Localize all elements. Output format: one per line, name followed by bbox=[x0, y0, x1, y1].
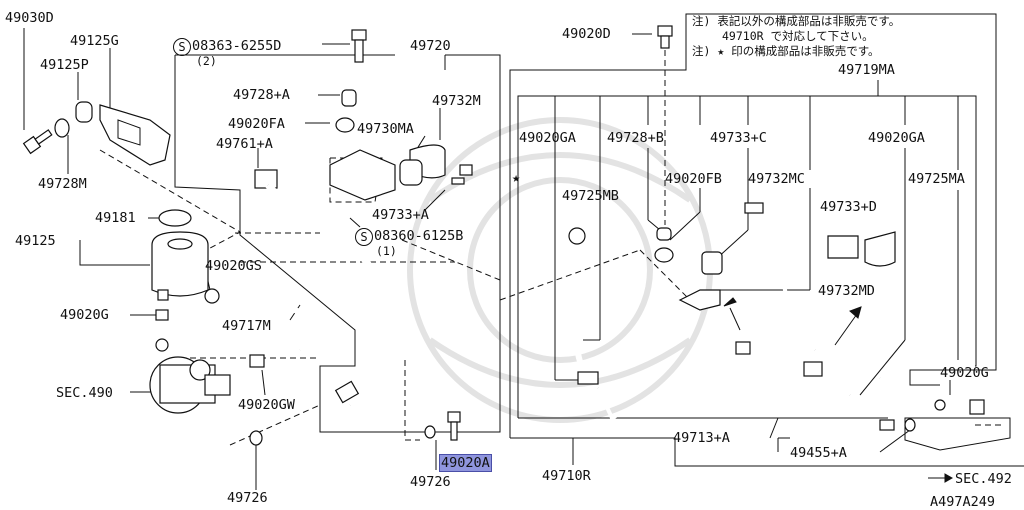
label-49732M: 49732M bbox=[432, 93, 481, 109]
clamp-49020GS bbox=[204, 288, 220, 304]
fitting-49455A bbox=[879, 419, 895, 431]
note-line-2: 49710R で対応して下さい。 bbox=[722, 29, 874, 43]
label-49719MA: 49719MA bbox=[838, 62, 895, 78]
label-08363-qty: (2) bbox=[196, 54, 217, 68]
label-49725MA: 49725MA bbox=[908, 171, 965, 187]
label-08360-qty: (1) bbox=[376, 244, 397, 258]
label-49733D: 49733+D bbox=[820, 199, 877, 215]
bracket-49730MA bbox=[329, 149, 396, 201]
label-49181: 49181 bbox=[95, 210, 136, 226]
label-49020FB: 49020FB bbox=[665, 171, 722, 187]
leader-lines bbox=[23, 28, 959, 490]
s-symbol-2: S bbox=[355, 228, 373, 246]
bolt-49020D bbox=[657, 25, 673, 49]
collar-49728B bbox=[656, 227, 672, 241]
label-49728A: 49728+A bbox=[233, 87, 290, 103]
label-49728M: 49728M bbox=[38, 176, 87, 192]
label-49125: 49125 bbox=[15, 233, 56, 249]
direction-arrows bbox=[723, 297, 954, 483]
reservoir-cap bbox=[158, 209, 192, 227]
pump-sec490 bbox=[149, 356, 231, 414]
label-49726-a: 49726 bbox=[227, 490, 268, 506]
clamp-49733C bbox=[701, 251, 723, 275]
label-49020G-right: 49020G bbox=[940, 365, 989, 381]
reservoir-49125 bbox=[151, 231, 209, 301]
bolt-08363 bbox=[351, 29, 367, 63]
label-49455A: 49455+A bbox=[790, 445, 847, 461]
label-sec492: SEC.492 bbox=[955, 471, 1012, 487]
label-49732MC: 49732MC bbox=[748, 171, 805, 187]
label-49125G: 49125G bbox=[70, 33, 119, 49]
label-49761A: 49761+A bbox=[216, 136, 273, 152]
label-49020GS: 49020GS bbox=[205, 258, 262, 274]
label-49710R: 49710R bbox=[542, 468, 591, 484]
label-49020FA: 49020FA bbox=[228, 116, 285, 132]
label-49713A: 49713+A bbox=[673, 430, 730, 446]
clamp-49020G bbox=[155, 309, 169, 321]
grommet-49728M bbox=[54, 118, 70, 138]
clamp-49020GA bbox=[577, 371, 599, 385]
label-49733C: 49733+C bbox=[710, 130, 767, 146]
clamp-49733A bbox=[399, 159, 423, 186]
drawing-id: A497A249 bbox=[930, 494, 996, 510]
grommet-49020FB bbox=[654, 247, 674, 263]
label-49020G-left: 49020G bbox=[60, 307, 109, 323]
bolt-08360 bbox=[451, 164, 473, 185]
hose-end-49725MB bbox=[568, 227, 586, 245]
label-49732MD: 49732MD bbox=[818, 283, 875, 299]
bolt-49030D bbox=[22, 129, 53, 155]
label-08360-6125B: 08360-6125B bbox=[374, 228, 464, 244]
bracket-49732MC bbox=[678, 289, 721, 311]
s-symbol-1: S bbox=[173, 38, 191, 56]
label-49728B: 49728+B bbox=[607, 130, 664, 146]
label-49020GA-a: 49020GA bbox=[519, 130, 576, 146]
fitting-49732MC bbox=[744, 202, 764, 214]
note-line-3: 注) ★ 印の構成部品は非販売です。 bbox=[692, 44, 880, 58]
label-49726-b: 49726 bbox=[410, 474, 451, 490]
label-49733A: 49733+A bbox=[372, 207, 429, 223]
parts bbox=[22, 25, 1011, 451]
star-symbol: ★ bbox=[512, 170, 521, 186]
label-49020A-highlighted[interactable]: 49020A bbox=[439, 454, 492, 472]
clamp-49020GW bbox=[249, 354, 265, 368]
clamp-49020G-right bbox=[969, 399, 985, 415]
label-49020D: 49020D bbox=[562, 26, 611, 42]
label-49725MB: 49725MB bbox=[562, 188, 619, 204]
clamp-49732MD bbox=[864, 231, 896, 267]
label-49125P: 49125P bbox=[40, 57, 89, 73]
clamp-49733D bbox=[827, 235, 859, 259]
grommet-49125P bbox=[75, 101, 93, 123]
label-sec490: SEC.490 bbox=[56, 385, 113, 401]
grommet-49020FA bbox=[335, 117, 355, 133]
connector-49761A bbox=[254, 169, 278, 189]
washer-49726 bbox=[249, 430, 263, 446]
label-49030D: 49030D bbox=[5, 10, 54, 26]
label-08363-6255D: 08363-6255D bbox=[192, 38, 282, 54]
note-line-1: 注) 表記以外の構成部品は非販売です。 bbox=[692, 14, 901, 28]
label-49717M: 49717M bbox=[222, 318, 271, 334]
label-49730MA: 49730MA bbox=[357, 121, 414, 137]
label-49720: 49720 bbox=[410, 38, 451, 54]
collar-49728A bbox=[341, 89, 357, 107]
label-49020GA-b: 49020GA bbox=[868, 130, 925, 146]
bolt-49020A bbox=[447, 411, 461, 441]
label-49020GW: 49020GW bbox=[238, 397, 295, 413]
